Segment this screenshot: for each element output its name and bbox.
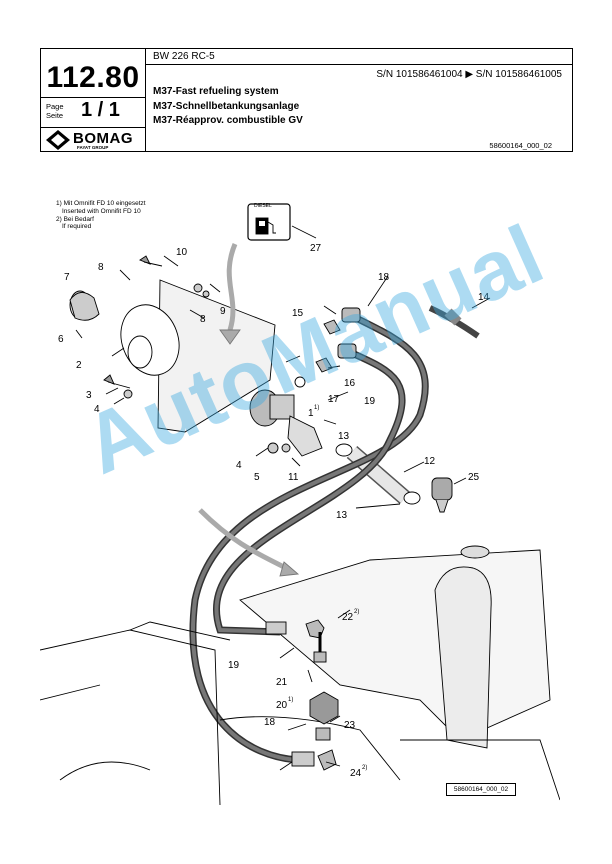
page-group-number: 112.80 xyxy=(46,61,140,94)
callout: 13 xyxy=(336,510,348,521)
callout: 9 xyxy=(220,306,226,317)
callout: 19 xyxy=(364,396,376,407)
callout: 23 xyxy=(344,720,356,731)
model-name: BW 226 RC-5 xyxy=(153,51,215,62)
callout: 13 xyxy=(338,431,350,442)
figure-label: 58600164_000_02 xyxy=(446,783,516,796)
callout: 4 xyxy=(236,460,242,471)
callout: 20 xyxy=(276,700,288,711)
callout: 24 xyxy=(350,768,362,779)
exploded-view-diagram: 10 8 7 6 2 3 4 8 9 15 18 14 27 16 17 19 … xyxy=(40,203,560,805)
callout: 10 xyxy=(176,247,188,258)
header-block: BW 226 RC-5 S/N 101586461004 ▶ S/N 10158… xyxy=(40,48,573,152)
callout: 7 xyxy=(64,272,70,283)
callout: 8 xyxy=(200,314,206,325)
bomag-logo: BOMAG FAYAT GROUP xyxy=(45,129,141,151)
diamond-icon xyxy=(46,130,70,150)
callout: 17 xyxy=(328,394,340,405)
title-en: M37-Fast refueling system xyxy=(153,86,279,97)
callout: 19 xyxy=(228,660,240,671)
callout: 3 xyxy=(86,390,92,401)
callout: 21 xyxy=(276,677,288,688)
diesel-fuel-icon xyxy=(247,203,291,241)
callout: 1 xyxy=(308,408,314,419)
callout: 22 xyxy=(342,612,354,623)
svg-text:1): 1) xyxy=(288,697,293,703)
part-titles: M37-Fast refueling system M37-Schnellbet… xyxy=(153,85,303,129)
svg-text:1): 1) xyxy=(314,405,319,411)
callout: 12 xyxy=(424,456,436,467)
callout: 4 xyxy=(94,404,100,415)
title-de: M37-Schnellbetankungsanlage xyxy=(153,100,300,112)
callout: 8 xyxy=(98,262,104,273)
callout: 18 xyxy=(264,717,276,728)
callout: 25 xyxy=(468,472,480,483)
callout: 2 xyxy=(76,360,82,371)
title-fr: M37-Réapprov. combustible GV xyxy=(153,115,303,126)
page-value: 1 / 1 xyxy=(81,99,120,121)
callout-numbers: 10 8 7 6 2 3 4 8 9 15 18 14 27 16 17 19 … xyxy=(58,243,490,779)
callout: 15 xyxy=(292,308,304,319)
diesel-label: DIESEL xyxy=(254,203,272,209)
footnotes: 1) Mit Omnifit FD 10 eingesetzt Inserted… xyxy=(56,200,146,231)
callout: 11 xyxy=(288,472,299,483)
callout: 27 xyxy=(310,243,322,254)
svg-text:2): 2) xyxy=(362,765,367,771)
svg-text:2): 2) xyxy=(354,609,359,615)
callout: 16 xyxy=(344,378,356,389)
callout: 5 xyxy=(254,472,260,483)
callout: 14 xyxy=(478,292,490,303)
callout: 6 xyxy=(58,334,64,345)
document-number: 58600164_000_02 xyxy=(489,141,552,150)
callout: 18 xyxy=(378,272,390,283)
serial-range: S/N 101586461004 ▶ S/N 101586461005 xyxy=(376,69,562,80)
